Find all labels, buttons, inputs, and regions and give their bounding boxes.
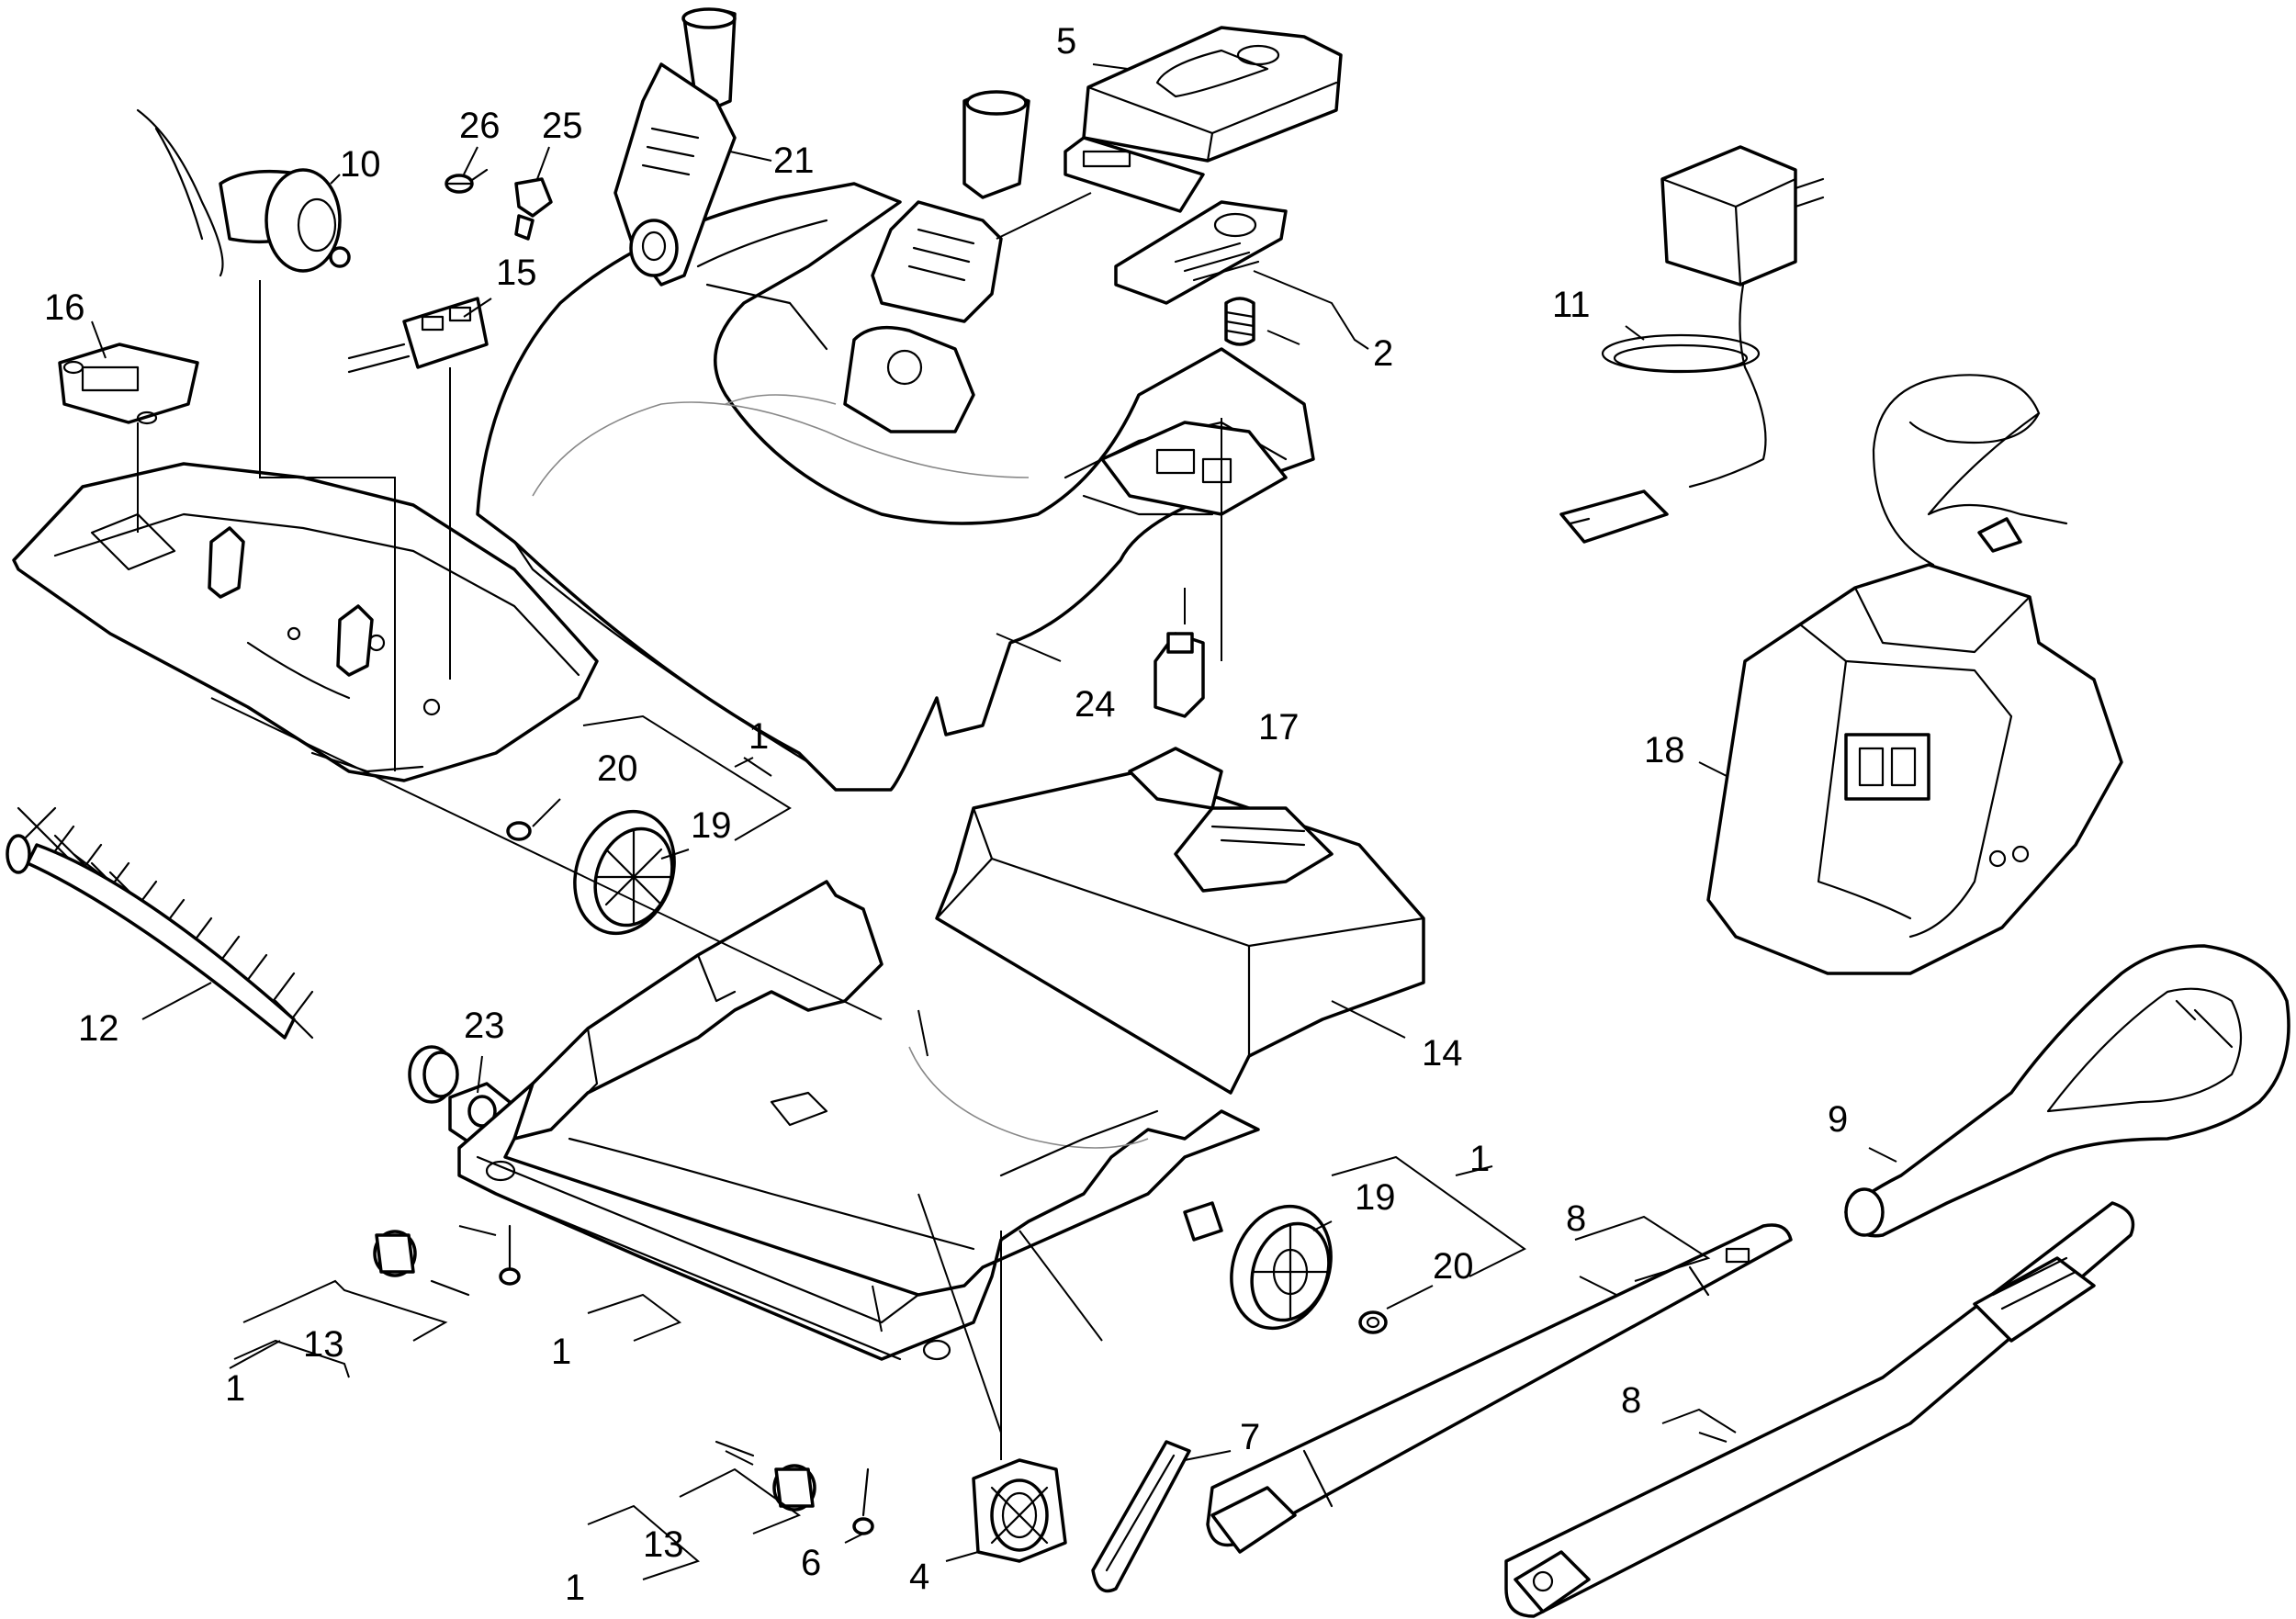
- callout-25: 25: [542, 106, 583, 146]
- callout-21: 21: [773, 141, 815, 181]
- callout-20-right: 20: [1433, 1246, 1474, 1287]
- roller-part-13-upper: [373, 1230, 470, 1297]
- callout-1-top: 1: [748, 716, 769, 757]
- dust-tray-part-14: [935, 747, 1425, 1095]
- callout-17: 17: [1258, 707, 1300, 748]
- callout-8-lower: 8: [1621, 1380, 1641, 1421]
- callout-13-lower: 13: [643, 1524, 684, 1565]
- callout-14: 14: [1422, 1033, 1463, 1074]
- housing-latch-area: [1100, 421, 1288, 516]
- drive-belt-part-7: [1091, 1440, 1191, 1593]
- callout-20-left: 20: [597, 748, 638, 789]
- callout-5: 5: [1056, 21, 1076, 62]
- battery-part-5: [1064, 26, 1343, 213]
- callout-24: 24: [1075, 684, 1116, 725]
- callout-16: 16: [44, 287, 85, 328]
- callout-19-left: 19: [691, 805, 732, 846]
- tube-part-8-upper: [1206, 1223, 1793, 1554]
- tube-part-8-lower: [1504, 1201, 2135, 1618]
- callout-23: 23: [464, 1006, 505, 1046]
- callout-4: 4: [909, 1557, 929, 1597]
- callout-7: 7: [1240, 1417, 1260, 1457]
- callout-10: 10: [340, 144, 381, 185]
- clip-part-25: [514, 177, 553, 241]
- callout-1-left: 1: [225, 1368, 245, 1409]
- motor-part-10: [136, 108, 351, 277]
- charger-part-11: [1559, 145, 1825, 544]
- leader-lines: [91, 63, 1897, 1580]
- callout-13-upper: 13: [303, 1324, 344, 1365]
- callout-9: 9: [1828, 1099, 1848, 1140]
- brush-roller-part-12: [6, 806, 459, 1104]
- switch-part-17: [1154, 632, 1205, 718]
- callout-12: 12: [78, 1008, 119, 1049]
- main-chassis: [457, 880, 1260, 1361]
- retaining-clip-part-20-right: [1358, 1310, 1388, 1334]
- callout-1-right: 1: [1469, 1139, 1490, 1179]
- callout-26: 26: [459, 106, 501, 146]
- cable-connector-part-21: [613, 7, 737, 287]
- spring-part-26: [445, 168, 489, 194]
- screw-part-6-upper: [499, 1224, 521, 1286]
- handle-part-9: [1844, 944, 2290, 1238]
- mounting-bracket-part-16: [58, 343, 199, 425]
- wheel-part-19-left: [573, 809, 676, 936]
- callout-19-right: 19: [1355, 1177, 1396, 1218]
- charging-base-part-18: [1706, 374, 2123, 975]
- callout-8-upper: 8: [1566, 1198, 1586, 1239]
- callout-2: 2: [1373, 333, 1393, 374]
- gear-part-4: [972, 1458, 1067, 1563]
- callout-18: 18: [1644, 730, 1685, 770]
- housing-connector: [843, 90, 1030, 433]
- roller-part-13-lower: [715, 1440, 816, 1512]
- callout-6: 6: [801, 1543, 821, 1583]
- circuit-board-part-15: [347, 297, 489, 374]
- callout-1-bottom: 1: [565, 1568, 585, 1608]
- callout-15: 15: [496, 253, 537, 293]
- wheel-part-19-right: [1230, 1204, 1333, 1331]
- latch-cover-part-2: [1114, 200, 1288, 346]
- callout-labels: 2 5 10 11 12 14 15 16 17 18 21 23 24 25 …: [44, 21, 1848, 1608]
- retaining-clip-part-20-left: [506, 821, 532, 841]
- base-plate: [12, 462, 599, 782]
- callout-11: 11: [1552, 285, 1591, 325]
- screw-part-6: [852, 1467, 874, 1535]
- callout-1-mid: 1: [551, 1332, 571, 1372]
